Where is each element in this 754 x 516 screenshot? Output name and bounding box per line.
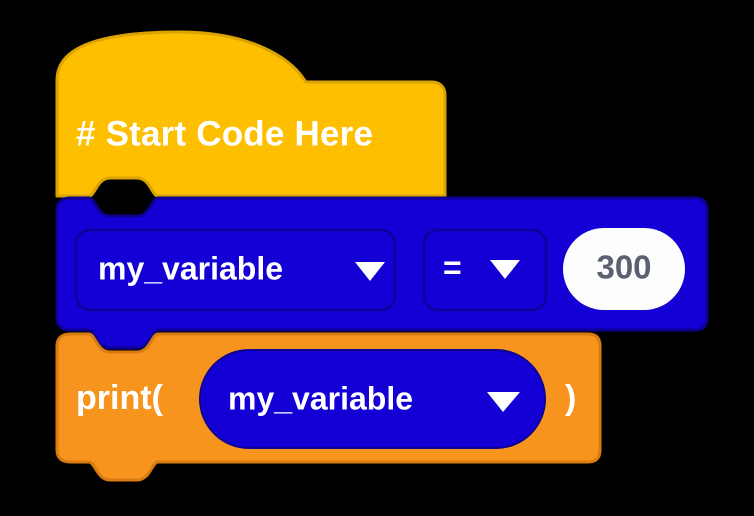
hat-block-label: # Start Code Here [76, 114, 373, 153]
variable-dropdown[interactable]: my_variable [74, 228, 397, 312]
print-block-prefix-label: print( [76, 379, 164, 417]
print-variable-dropdown-bg[interactable] [199, 349, 546, 449]
chevron-down-icon[interactable] [490, 260, 520, 279]
operator-dropdown-label: = [443, 249, 462, 285]
hat-block[interactable]: # Start Code Here [55, 30, 447, 198]
print-variable-dropdown[interactable]: my_variable [199, 349, 546, 449]
print-variable-dropdown-label: my_variable [228, 380, 413, 416]
chevron-down-icon[interactable] [355, 262, 385, 281]
value-input[interactable]: 300 [563, 228, 685, 310]
print-block[interactable]: print( my_variable ) [55, 332, 602, 482]
operator-dropdown[interactable]: = [422, 228, 548, 312]
print-block-suffix-label: ) [565, 379, 576, 417]
value-input-text: 300 [596, 249, 651, 286]
variable-dropdown-bg[interactable] [74, 228, 397, 312]
assign-block[interactable]: my_variable = 300 [55, 196, 709, 350]
variable-dropdown-label: my_variable [98, 250, 283, 286]
chevron-down-icon[interactable] [487, 392, 520, 412]
operator-dropdown-bg[interactable] [422, 228, 548, 312]
hat-block-shape[interactable] [55, 30, 447, 198]
value-input-bg[interactable] [563, 228, 685, 310]
